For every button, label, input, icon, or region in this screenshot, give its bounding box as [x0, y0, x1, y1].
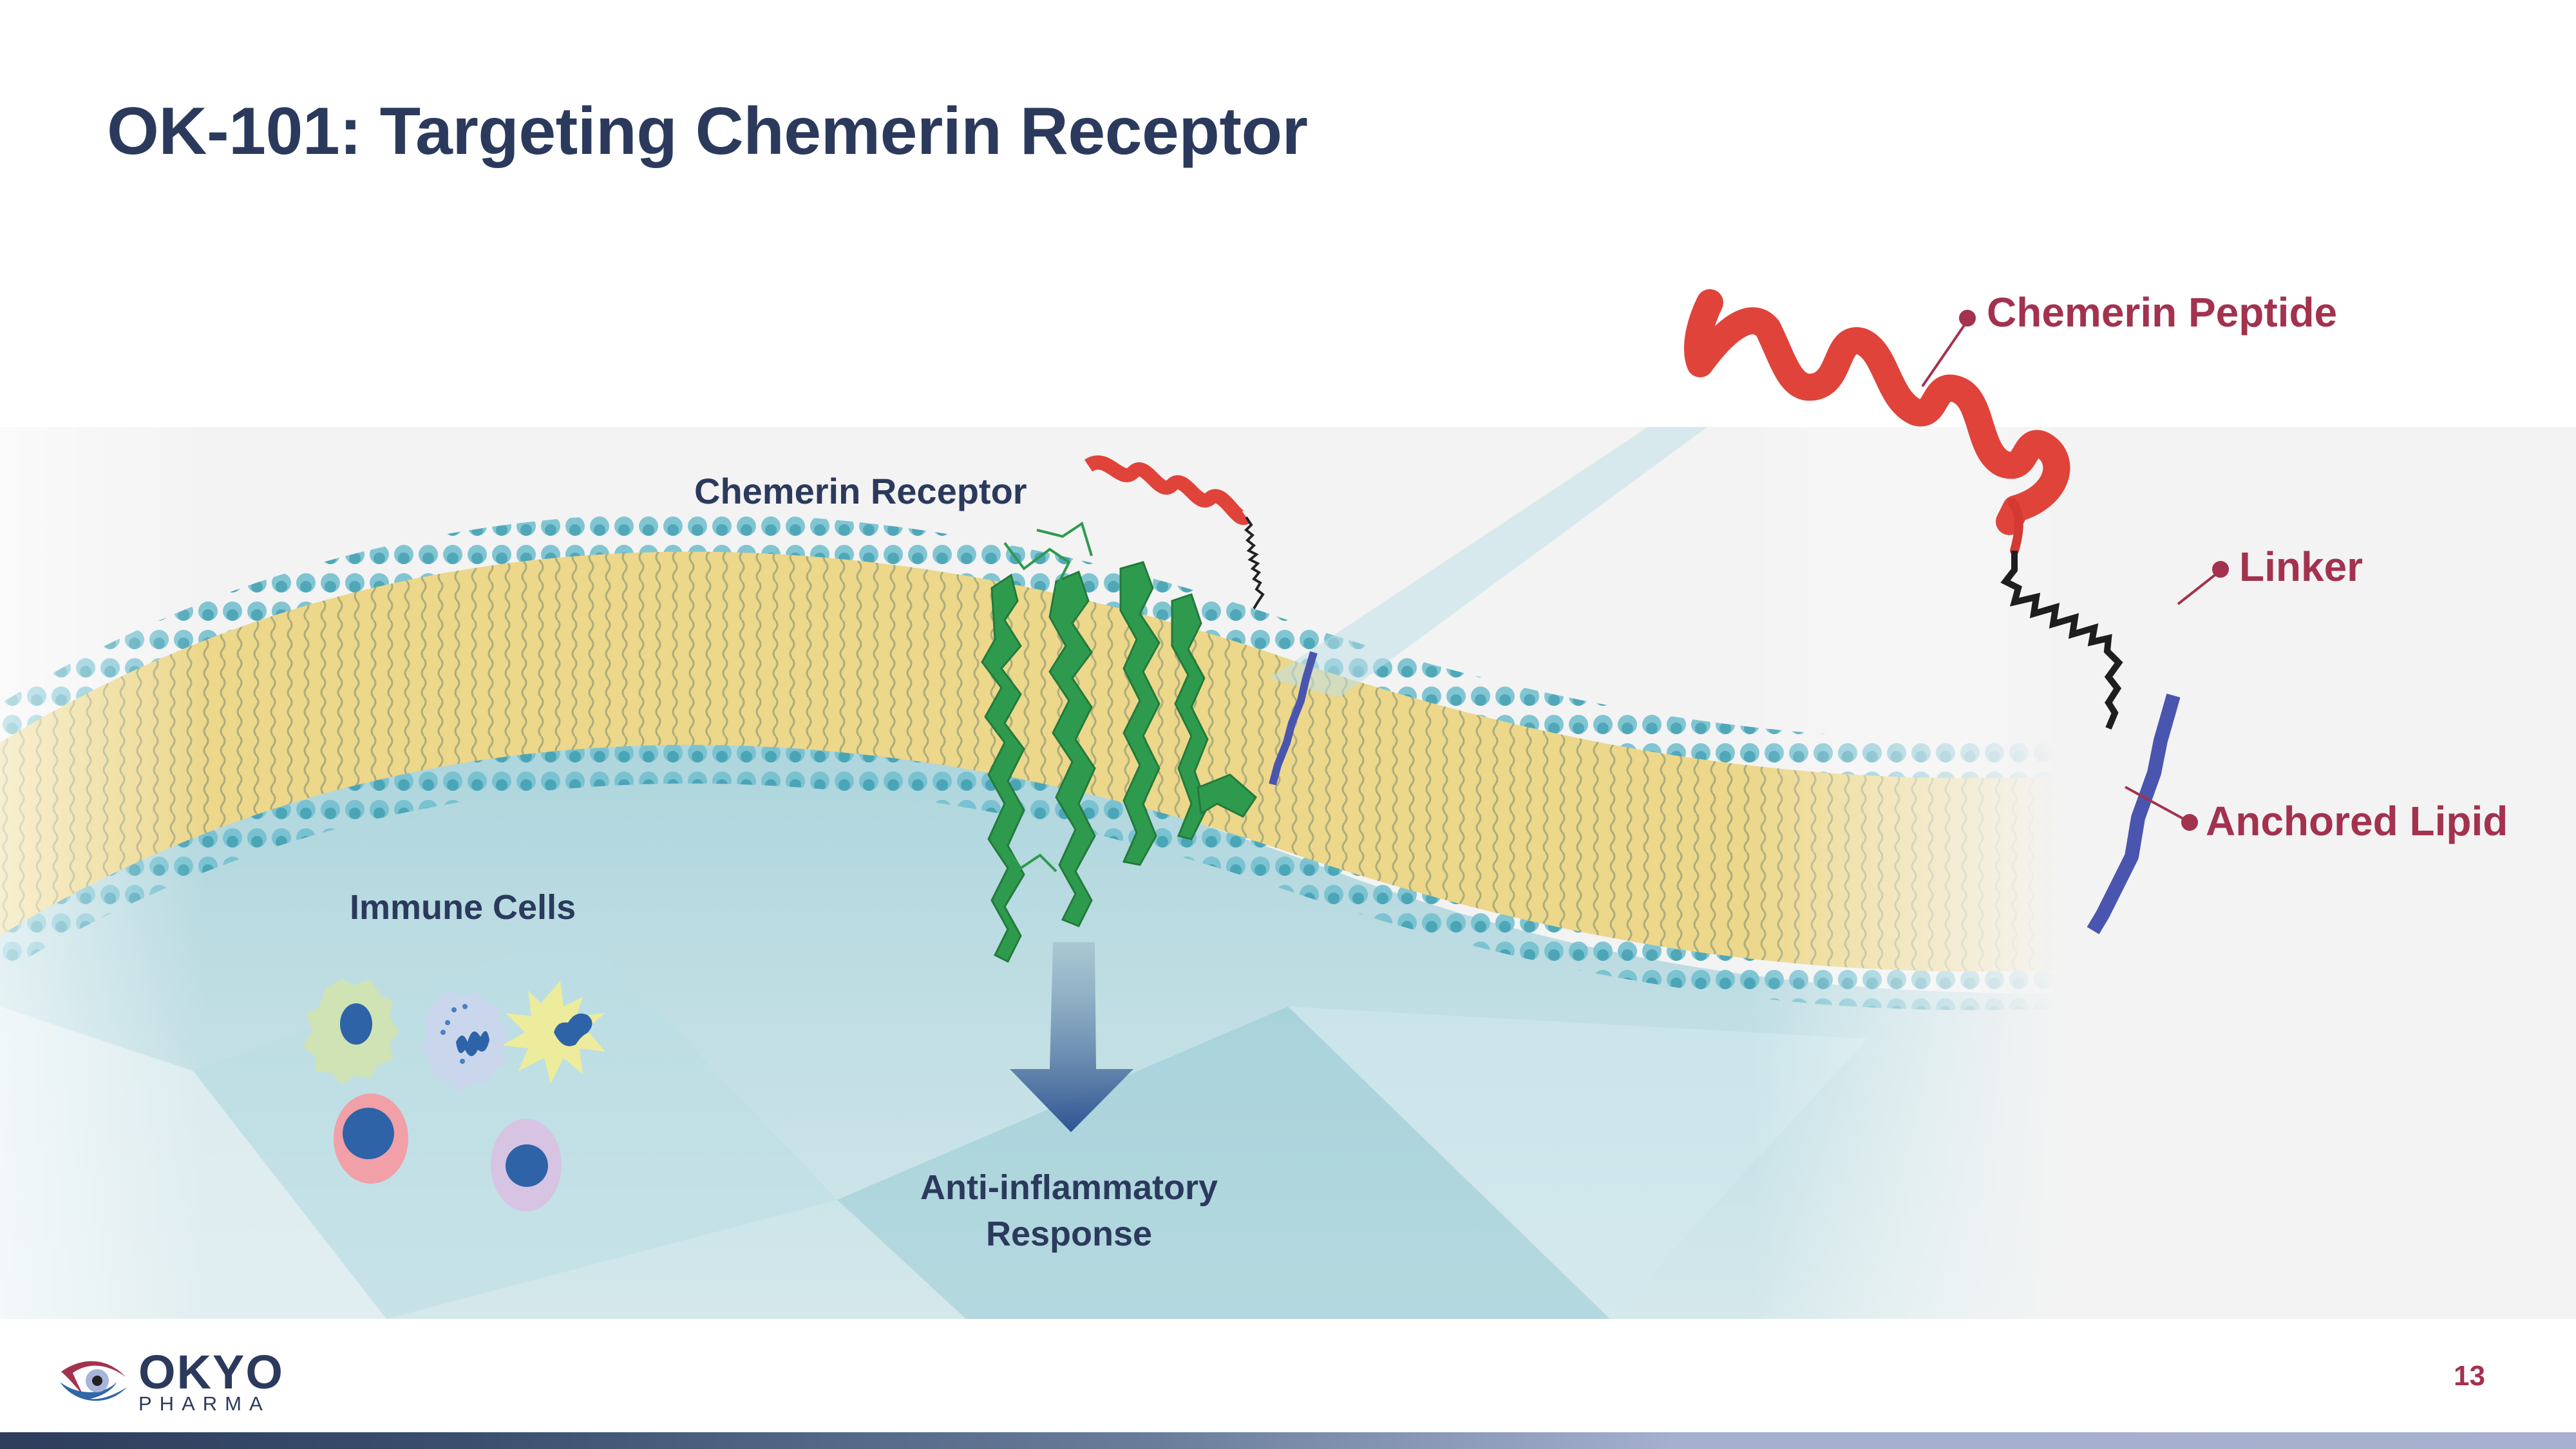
response-label-line1: Anti-inflammatory: [920, 1168, 1218, 1207]
callout-dot-peptide: [1959, 310, 1976, 327]
immune-cells-label: Immune Cells: [350, 888, 576, 927]
membrane-illustration: [0, 427, 2576, 1319]
zoom-cone: [1269, 427, 1708, 697]
eye-logo-icon: [60, 1361, 127, 1401]
response-label-line2: Response: [985, 1215, 1153, 1253]
callout-line-peptide: [1921, 319, 1969, 388]
illustration-panel: [0, 427, 2576, 1319]
slide-title: OK-101: Targeting Chemerin Receptor: [107, 94, 1308, 169]
callout-linker: Linker: [2239, 544, 2363, 590]
logo-wordmark: OKYO: [138, 1345, 284, 1399]
callout-anchored-lipid: Anchored Lipid: [2206, 798, 2508, 844]
footer-gradient-bar: [0, 1432, 2576, 1449]
response-label: Anti-inflammatory Response: [889, 1164, 1249, 1257]
page-number: 13: [2454, 1360, 2485, 1392]
okyo-pharma-logo: OKYO PHARMA: [55, 1345, 287, 1416]
logo-subtitle: PHARMA: [138, 1392, 270, 1415]
callout-chemerin-peptide: Chemerin Peptide: [1987, 289, 2338, 336]
receptor-label: Chemerin Receptor: [694, 471, 1027, 511]
